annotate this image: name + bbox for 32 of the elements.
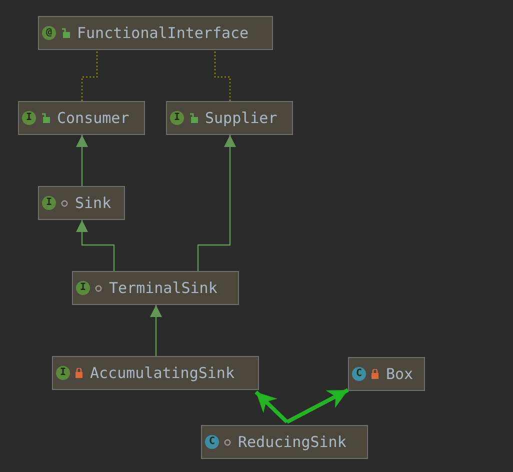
interface-badge: I <box>22 111 36 125</box>
interface-badge: I <box>170 111 184 125</box>
arrow <box>150 305 162 356</box>
class-box <box>38 186 125 220</box>
class-name: Supplier <box>205 108 278 129</box>
class-name: FunctionalInterface <box>77 22 249 44</box>
arrow <box>254 390 288 424</box>
interface-badge: I <box>76 281 90 295</box>
class-name: Consumer <box>57 108 130 129</box>
class-box <box>18 101 145 135</box>
class-name: ReducingSink <box>238 432 346 453</box>
arrow <box>76 220 115 271</box>
class-name: Sink <box>75 192 112 214</box>
class-badge: C <box>205 435 219 449</box>
interface-badge: I <box>56 366 70 380</box>
class-box <box>38 16 273 50</box>
class-badge: C <box>352 367 366 381</box>
interface-badge: I <box>42 196 56 210</box>
class-name: TerminalSink <box>109 278 218 299</box>
arrow <box>286 388 349 424</box>
class-box <box>166 101 293 135</box>
class-box <box>201 425 368 459</box>
annotation-badge: @ <box>42 26 56 40</box>
dotted-connector <box>214 50 231 101</box>
arrow <box>76 135 88 186</box>
class-name: AccumulatingSink <box>90 362 234 384</box>
class-box <box>348 357 425 391</box>
class-box <box>52 356 259 390</box>
arrow <box>197 135 236 271</box>
class-name: Box <box>386 364 414 385</box>
dotted-connector <box>81 50 98 101</box>
class-box <box>72 271 239 305</box>
